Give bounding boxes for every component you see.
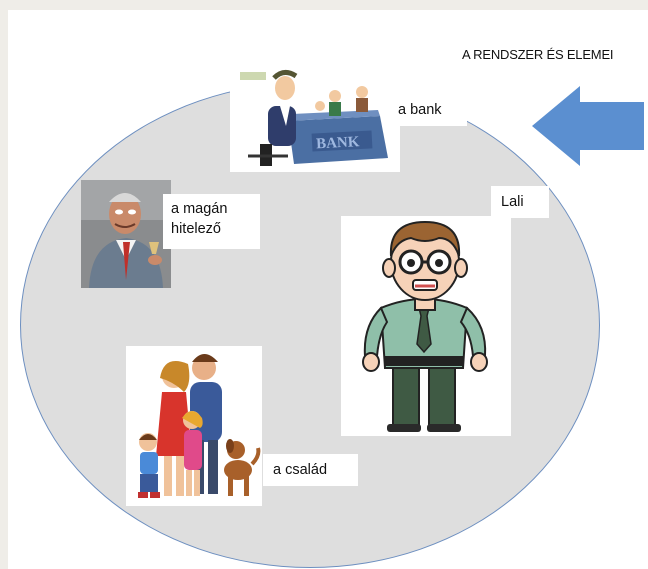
family-label: a család — [263, 454, 358, 486]
left-arrow-icon — [532, 86, 644, 166]
family-picture — [126, 346, 262, 506]
lali-label: Lali — [491, 186, 549, 218]
family-clipart-icon — [126, 346, 262, 506]
lali-picture — [341, 216, 511, 436]
lender-picture — [81, 180, 171, 288]
bank-clipart-icon: BANK — [230, 66, 400, 172]
lender-label-line1: a magán — [171, 201, 228, 217]
bank-label: a bank — [388, 94, 467, 126]
lender-label-line2: hitelező — [171, 221, 221, 237]
cartoon-man-icon — [341, 216, 511, 436]
diagram-title: A RENDSZER ÉS ELEMEI — [462, 47, 614, 62]
bank-sign-text: BANK — [316, 134, 360, 152]
private-lender-figure-icon — [81, 180, 171, 288]
slide: A RENDSZER ÉS ELEMEI BANK a — [8, 10, 648, 569]
lender-label: a magán hitelező — [163, 194, 260, 249]
bank-picture: BANK — [230, 66, 400, 172]
